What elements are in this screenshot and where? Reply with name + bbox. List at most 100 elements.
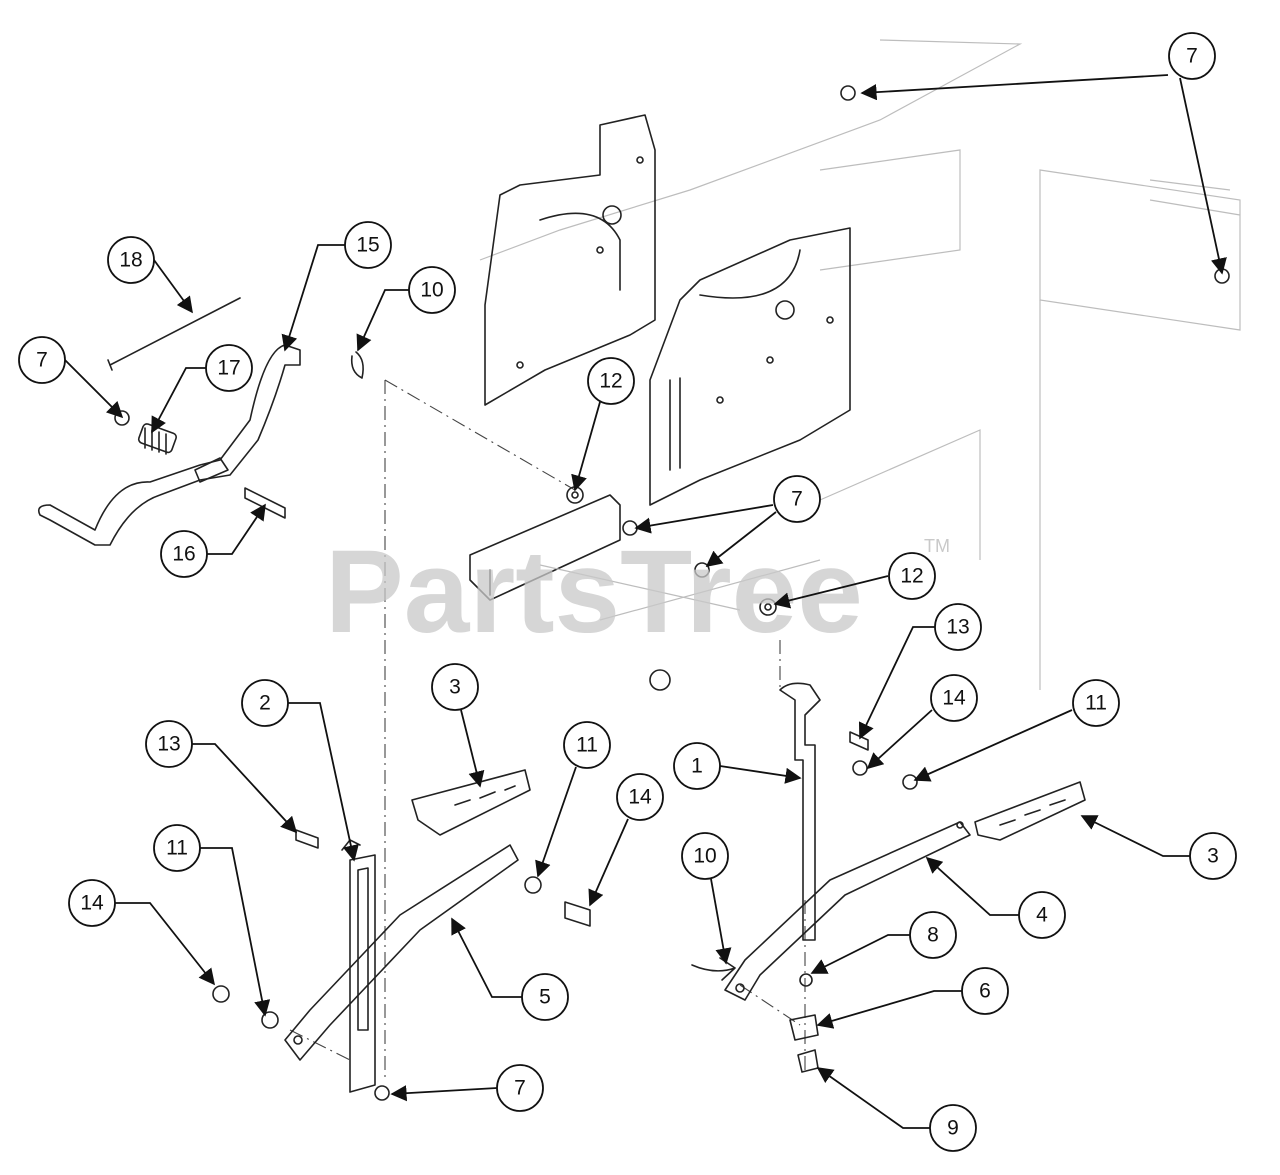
callout-number: 8: [927, 924, 939, 947]
callout-11[interactable]: 11: [153, 824, 271, 1017]
callout-circle: [344, 221, 392, 269]
callout-circle: [961, 967, 1009, 1015]
callout-circle: [929, 1104, 977, 1152]
callout-circle: [773, 475, 821, 523]
callout-10[interactable]: 10: [356, 266, 456, 352]
callout-circle: [681, 832, 729, 880]
callout-16[interactable]: 16: [160, 503, 266, 578]
callout-17[interactable]: 17: [151, 344, 253, 434]
leader-line: [281, 244, 345, 352]
callout-circle: [18, 336, 66, 384]
callout-number: 11: [166, 837, 188, 860]
callout-number: 10: [420, 279, 443, 302]
callout-14[interactable]: 14: [68, 879, 216, 986]
leader-line: [1179, 77, 1227, 275]
callout-number: 13: [946, 616, 969, 639]
callout-circle: [934, 603, 982, 651]
callout-number: 4: [1036, 904, 1048, 927]
callout-12[interactable]: 12: [773, 552, 936, 609]
callout-number: 6: [979, 980, 991, 1003]
callout-7[interactable]: 7: [634, 475, 821, 567]
callout-7[interactable]: 7: [390, 1064, 544, 1112]
callout-number: 3: [1207, 845, 1219, 868]
hairpin-clip-lower: [691, 957, 736, 981]
callout-number: 7: [1186, 45, 1198, 68]
callout-number: 14: [628, 786, 652, 809]
lift-link: [779, 682, 821, 941]
callout-circle: [909, 911, 957, 959]
callout-number: 11: [1085, 692, 1107, 715]
callout-circle: [587, 357, 635, 405]
leader-line: [588, 818, 629, 907]
leader-line: [1080, 815, 1190, 857]
callout-11[interactable]: 11: [913, 679, 1120, 782]
leader-line: [200, 847, 271, 1017]
callout-number: 2: [259, 692, 271, 715]
callout-5[interactable]: 5: [451, 917, 569, 1021]
leader-line: [535, 766, 577, 878]
callout-14[interactable]: 14: [588, 773, 664, 907]
callout-6[interactable]: 6: [816, 967, 1009, 1029]
callout-8[interactable]: 8: [810, 911, 957, 974]
callout-11[interactable]: 11: [535, 721, 611, 878]
callout-4[interactable]: 4: [925, 856, 1066, 939]
callout-circle: [1018, 891, 1066, 939]
callout-number: 3: [449, 676, 461, 699]
frame-background: [479, 39, 1241, 690]
callout-15[interactable]: 15: [281, 221, 392, 352]
callout-number: 14: [942, 687, 966, 710]
leader-line: [460, 709, 485, 788]
callout-1[interactable]: 1: [673, 742, 802, 790]
callout-number: 1: [691, 755, 703, 778]
lift-arm-left: [284, 844, 519, 1061]
callout-circle: [408, 266, 456, 314]
callout-circle: [205, 344, 253, 392]
callout-circle: [431, 663, 479, 711]
callout-number: 7: [514, 1077, 526, 1100]
callout-number: 18: [119, 249, 142, 272]
callout-13[interactable]: 13: [145, 720, 298, 834]
leader-line: [207, 503, 266, 555]
callout-number: 12: [900, 565, 923, 588]
leader-line: [705, 511, 777, 567]
callout-18[interactable]: 18: [107, 236, 193, 314]
callout-2[interactable]: 2: [241, 679, 359, 862]
leader-line: [151, 367, 206, 434]
callout-3[interactable]: 3: [431, 663, 485, 788]
leader-line: [451, 917, 522, 998]
leader-line: [773, 575, 889, 609]
leader-line: [816, 1067, 930, 1129]
callout-circle: [1072, 679, 1120, 727]
callout-circle: [153, 824, 201, 872]
leader-line: [153, 259, 193, 314]
callout-13[interactable]: 13: [858, 603, 982, 740]
watermark-trademark: TM: [924, 536, 950, 556]
lift-arm-right: [724, 821, 971, 1001]
lift-slide: [341, 839, 376, 1093]
leader-line: [860, 74, 1169, 101]
callout-circle: [673, 742, 721, 790]
callout-14[interactable]: 14: [866, 674, 978, 770]
callout-number: 7: [791, 488, 803, 511]
center-bracket: [469, 494, 741, 691]
callout-circle: [1168, 32, 1216, 80]
callout-12[interactable]: 12: [571, 357, 635, 492]
callout-circle: [616, 773, 664, 821]
callout-number: 17: [217, 357, 240, 380]
hairpin-clip-top: [350, 351, 364, 379]
lift-bracket-right: [974, 781, 1086, 841]
right-mounting-plate: [649, 227, 851, 506]
callout-7[interactable]: 7: [18, 336, 124, 419]
callout-7[interactable]: 7: [860, 32, 1227, 275]
leader-line: [810, 934, 910, 974]
callout-circle: [1189, 832, 1237, 880]
callout-circle: [160, 530, 208, 578]
leader-line: [866, 709, 933, 770]
callout-3[interactable]: 3: [1080, 815, 1237, 880]
leader-line: [913, 709, 1073, 782]
callout-9[interactable]: 9: [816, 1067, 977, 1152]
callout-10[interactable]: 10: [681, 832, 732, 965]
callout-number: 14: [80, 892, 104, 915]
callout-number: 7: [36, 349, 48, 372]
